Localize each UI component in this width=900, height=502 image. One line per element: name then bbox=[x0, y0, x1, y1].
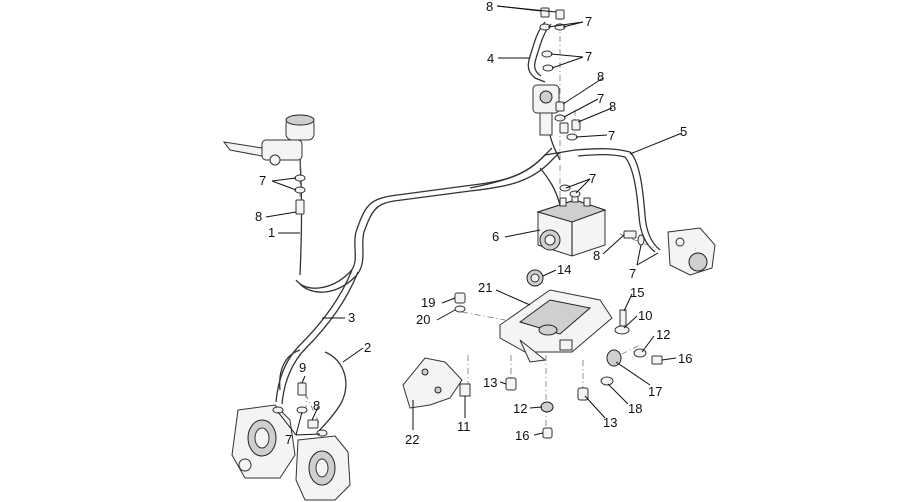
brake-line-3-upper-b bbox=[299, 151, 561, 293]
abs-line-a bbox=[469, 149, 576, 189]
callout-7: 7 bbox=[285, 432, 292, 447]
callout-1: 1 bbox=[268, 225, 275, 240]
callout-7: 7 bbox=[608, 128, 615, 143]
callout-labels: 8 7 7 4 8 7 8 7 5 7 6 8 7 7 8 1 3 2 9 8 … bbox=[255, 0, 692, 447]
callout-15: 15 bbox=[630, 285, 644, 300]
callout-12: 12 bbox=[513, 401, 527, 416]
callout-8: 8 bbox=[486, 0, 493, 14]
callout-21: 21 bbox=[478, 280, 492, 295]
callout-9: 9 bbox=[299, 360, 306, 375]
callout-6: 6 bbox=[492, 229, 499, 244]
callout-7: 7 bbox=[259, 173, 266, 188]
abs-mounting-bracket bbox=[499, 289, 613, 363]
callout-14: 14 bbox=[557, 262, 571, 277]
brake-line-3-lower bbox=[275, 269, 353, 403]
abs-modulator bbox=[536, 193, 607, 257]
callout-12: 12 bbox=[656, 327, 670, 342]
callout-8: 8 bbox=[255, 209, 262, 224]
callout-11: 11 bbox=[457, 419, 471, 434]
callout-7: 7 bbox=[597, 91, 604, 106]
mounting-plate-22 bbox=[402, 357, 463, 409]
callout-13: 13 bbox=[603, 415, 617, 430]
brake-pipe-4-b bbox=[533, 23, 552, 77]
abs-line-b bbox=[539, 167, 561, 206]
brake-line-3-lower-b bbox=[281, 271, 359, 405]
callout-7: 7 bbox=[589, 171, 596, 186]
brake-hose-2 bbox=[317, 351, 347, 433]
callout-8: 8 bbox=[593, 248, 600, 263]
callout-13: 13 bbox=[483, 375, 497, 390]
callout-5: 5 bbox=[680, 124, 687, 139]
callout-7: 7 bbox=[585, 14, 592, 29]
rear-master-cylinder bbox=[532, 84, 560, 136]
callout-8: 8 bbox=[313, 398, 320, 413]
brake-hose-5 bbox=[574, 148, 661, 251]
callout-16: 16 bbox=[515, 428, 529, 443]
callout-3: 3 bbox=[348, 310, 355, 325]
front-master-cylinder bbox=[222, 114, 315, 166]
callout-16: 16 bbox=[678, 351, 692, 366]
callout-17: 17 bbox=[648, 384, 662, 399]
front-caliper-left bbox=[231, 404, 296, 479]
callout-19: 19 bbox=[421, 295, 435, 310]
rear-caliper bbox=[667, 227, 716, 276]
callout-10: 10 bbox=[638, 308, 652, 323]
callout-4: 4 bbox=[487, 51, 494, 66]
callout-7: 7 bbox=[585, 49, 592, 64]
callout-7: 7 bbox=[629, 266, 636, 281]
callout-22: 22 bbox=[405, 432, 419, 447]
leader-lines bbox=[265, 5, 683, 436]
callout-8: 8 bbox=[597, 69, 604, 84]
brake-line-3-upper bbox=[295, 147, 553, 289]
brake-hose-2-b bbox=[279, 349, 301, 391]
callout-18: 18 bbox=[628, 401, 642, 416]
callout-20: 20 bbox=[416, 312, 430, 327]
front-caliper-right bbox=[295, 435, 351, 501]
brake-lines bbox=[275, 21, 661, 433]
callout-8: 8 bbox=[609, 99, 616, 114]
brake-pipe-4 bbox=[527, 21, 546, 83]
callout-2: 2 bbox=[364, 340, 371, 355]
